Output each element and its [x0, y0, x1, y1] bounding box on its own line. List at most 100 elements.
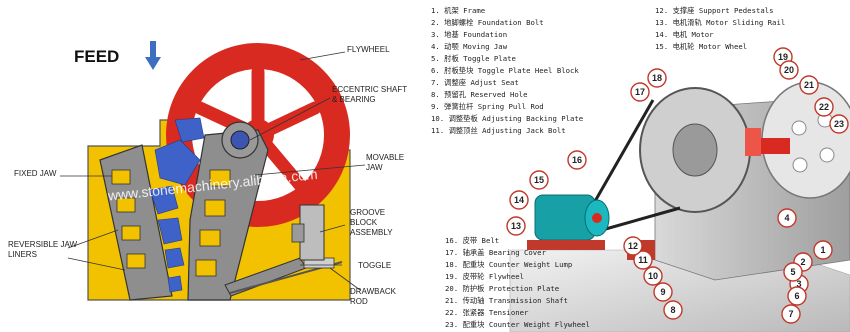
callout-circle — [643, 266, 663, 286]
feed-label: FEED — [74, 47, 119, 66]
legend-item-9: 9. 弹簧拉杆 Spring Pull Rod — [431, 102, 544, 111]
label-fixed-jaw: FIXED JAW — [14, 169, 57, 178]
label-movable-2: JAW — [366, 163, 383, 172]
callout-circle — [663, 300, 683, 320]
callout-7: 7 — [781, 304, 801, 324]
callout-number: 14 — [514, 195, 524, 205]
label-reversible-1: REVERSIBLE JAW — [8, 240, 78, 249]
callout-circle — [567, 150, 587, 170]
callout-12: 12 — [623, 236, 643, 256]
toggle-plate — [224, 257, 343, 297]
callout-circle — [647, 68, 667, 88]
callout-10: 10 — [643, 266, 663, 286]
callout-1: 1 — [813, 240, 833, 260]
callout-circle — [633, 250, 653, 270]
label-flywheel: FLYWHEEL — [347, 45, 390, 54]
callout-circle — [781, 304, 801, 324]
callout-18: 18 — [647, 68, 667, 88]
legend-bottom: 16. 皮带 Belt 17. 轴承盖 Bearing Cover 18. 配重… — [445, 236, 590, 329]
legend-item-11: 11. 调整顶丝 Adjusting Jack Bolt — [431, 126, 566, 135]
callout-number: 17 — [635, 87, 645, 97]
label-movable-1: MOVABLE — [366, 153, 404, 162]
callout-number: 2 — [800, 257, 805, 267]
crusher-3d-svg: 1. 机架 Frame 2. 地脚螺栓 Foundation Bolt 3. 地… — [431, 6, 850, 332]
schematic-svg: FEED — [8, 41, 407, 306]
callout-number: 22 — [819, 102, 829, 112]
legend-item-10: 10. 调整垫板 Adjusting Backing Plate — [431, 114, 583, 123]
groove-block — [291, 204, 325, 261]
label-eccentric-shaft-1: ECCENTRIC SHAFT — [332, 85, 407, 94]
label-groove-1: GROOVE — [350, 208, 385, 217]
legend-item-23: 23. 配重块 Counter Weight Flywheel — [445, 320, 590, 329]
callout-number: 8 — [670, 305, 675, 315]
jaw-crusher-schematic: FEED — [0, 0, 415, 332]
callout-circle — [799, 75, 819, 95]
callout-23: 23 — [829, 114, 849, 134]
callout-circle — [779, 60, 799, 80]
label-groove-3: ASSEMBLY — [350, 228, 393, 237]
callout-13: 13 — [506, 216, 526, 236]
callout-4: 4 — [777, 208, 797, 228]
callout-9: 9 — [653, 282, 673, 302]
callout-14: 14 — [509, 190, 529, 210]
callout-circle — [814, 97, 834, 117]
callout-circle — [630, 82, 650, 102]
callout-circle — [529, 170, 549, 190]
callout-number: 3 — [796, 279, 801, 289]
callout-number: 23 — [834, 119, 844, 129]
callout-number: 7 — [788, 309, 793, 319]
label-eccentric-shaft-2: & BEARING — [332, 95, 376, 104]
legend-item-15: 15. 电机轮 Motor Wheel — [655, 42, 747, 51]
callout-circle — [829, 114, 849, 134]
callout-6: 6 — [787, 286, 807, 306]
legend-item-2: 2. 地脚螺栓 Foundation Bolt — [431, 18, 544, 27]
callout-8: 8 — [663, 300, 683, 320]
callout-5: 5 — [783, 262, 803, 282]
leader-lines — [60, 51, 366, 291]
legend-item-22: 22. 张紧器 Tensioner — [445, 308, 529, 317]
belt — [588, 99, 681, 234]
legend-item-17: 17. 轴承盖 Bearing Cover — [445, 248, 547, 257]
callout-number: 6 — [794, 291, 799, 301]
feed-rocks — [149, 117, 205, 293]
callout-number: 5 — [790, 267, 795, 277]
feed-arrow-icon — [145, 41, 161, 70]
legend-item-14: 14. 电机 Motor — [655, 30, 714, 39]
callout-number: 13 — [511, 221, 521, 231]
legend-item-7: 7. 调整座 Adjust Seat — [431, 78, 519, 87]
label-drawback-2: ROD — [350, 297, 368, 306]
label-reversible-2: LINERS — [8, 250, 37, 259]
legend-item-13: 13. 电机滑轨 Motor Sliding Rail — [655, 18, 785, 27]
callout-number: 18 — [652, 73, 662, 83]
label-groove-2: BLOCK — [350, 218, 378, 227]
legend-item-21: 21. 传动轴 Transmission Shaft — [445, 296, 568, 305]
legend-item-20: 20. 防护板 Protection Plate — [445, 284, 559, 293]
motor — [527, 194, 610, 250]
legend-item-5: 5. 肘板 Toggle Plate — [431, 54, 516, 63]
transmission-shaft — [760, 138, 790, 154]
legend-item-19: 19. 皮带轮 Flywheel — [445, 272, 524, 281]
callout-circle — [813, 240, 833, 260]
callout-circle — [783, 262, 803, 282]
legend-item-16: 16. 皮带 Belt — [445, 236, 499, 245]
callout-number: 4 — [784, 213, 789, 223]
callout-number: 10 — [648, 271, 658, 281]
callout-number: 1 — [820, 245, 825, 255]
callout-number: 21 — [804, 80, 814, 90]
callout-21: 21 — [799, 75, 819, 95]
callout-15: 15 — [529, 170, 549, 190]
callout-number: 15 — [534, 175, 544, 185]
legend-item-3: 3. 地基 Foundation — [431, 30, 507, 39]
callout-circle — [509, 190, 529, 210]
callout-circle — [623, 236, 643, 256]
legend-item-6: 6. 肘板垫块 Toggle Plate Heel Block — [431, 66, 579, 75]
legend-item-12: 12. 支撑座 Support Pedestals — [655, 6, 774, 15]
callout-22: 22 — [814, 97, 834, 117]
callout-circle — [787, 286, 807, 306]
callout-number: 19 — [778, 52, 788, 62]
legend-item-8: 8. 预留孔 Reserved Hole — [431, 90, 528, 99]
callout-number: 16 — [572, 155, 582, 165]
callout-circle — [506, 216, 526, 236]
